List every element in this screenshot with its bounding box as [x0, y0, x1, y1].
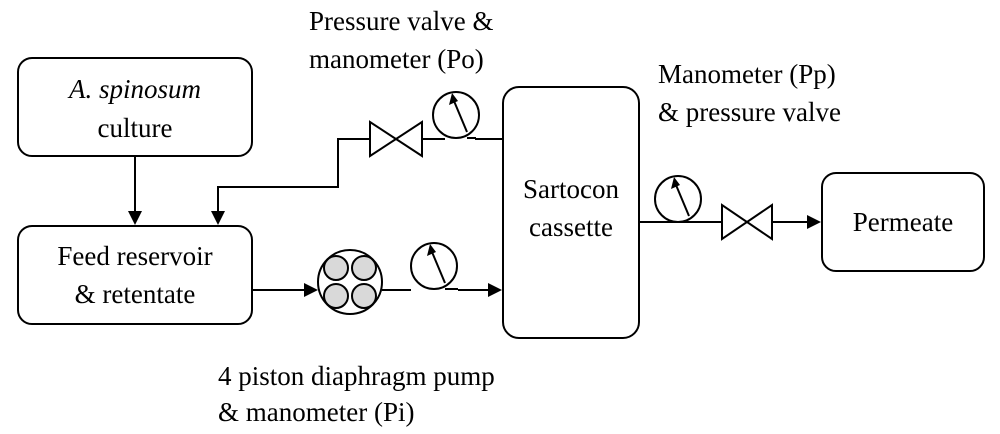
permeate-valve-annotation-line2: & pressure valve [658, 97, 841, 127]
four-piston-pump-icon [317, 249, 383, 315]
culture-node: A. spinosum culture [17, 57, 253, 157]
feed-reservoir-node: Feed reservoir & retentate [17, 225, 253, 325]
sartocon-cassette-node: Sartocon cassette [502, 86, 640, 339]
retentate-valve-icon [369, 120, 423, 158]
permeate-node: Permeate [821, 172, 985, 272]
feed-label-line1: Feed reservoir [57, 241, 212, 271]
permeate-pressure-gauge-icon [654, 175, 702, 223]
permeate-valve-annotation-line1: Manometer (Pp) [658, 59, 836, 89]
feed-to-pump-arrow [252, 283, 318, 297]
retentate-valve-annotation: Pressure valve & manometer (Po) [309, 6, 493, 74]
feed-label-line2: & retentate [75, 279, 196, 309]
pump-annotation: 4 piston diaphragm pump & manometer (Pi) [218, 361, 495, 427]
culture-label-line1: A. spinosum [67, 74, 201, 104]
gauge-to-cassette-arrow [458, 283, 502, 297]
cassette-label-line1: Sartocon [523, 174, 619, 204]
pump-annotation-line1: 4 piston diaphragm pump [218, 361, 495, 391]
retentate-valve-annotation-line1: Pressure valve & [309, 6, 493, 36]
culture-label-line2: culture [98, 113, 173, 143]
culture-to-feed-arrow [128, 156, 142, 225]
retentate-valve-annotation-line2: manometer (Po) [309, 44, 484, 74]
pump-annotation-line2: & manometer (Pi) [218, 397, 414, 427]
valve-to-permeate-arrow [772, 215, 821, 229]
inlet-pressure-gauge-icon [410, 242, 458, 290]
permeate-valve-annotation: Manometer (Pp) & pressure valve [658, 59, 841, 127]
cassette-label-line2: cassette [529, 212, 613, 242]
permeate-valve-icon [721, 203, 773, 241]
retentate-pressure-gauge-icon [432, 91, 480, 139]
retentate-return-arrow [211, 138, 370, 225]
permeate-label: Permeate [853, 207, 953, 237]
